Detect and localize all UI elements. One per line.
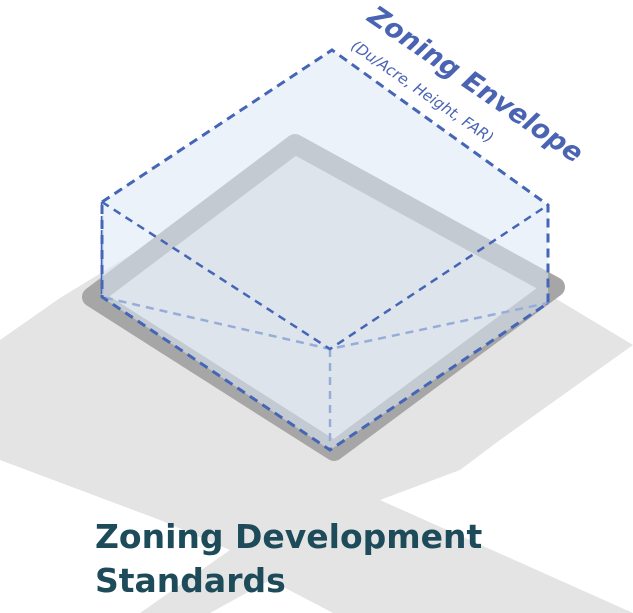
envelope-top-face [102, 50, 548, 349]
envelope-right-face [330, 205, 548, 450]
envelope-outline [100, 48, 550, 452]
envelope-left-face [102, 202, 330, 450]
caption-line-1: Zoning Development [95, 517, 483, 556]
envelope-front-edges [101, 200, 549, 351]
caption-line-2: Standards [95, 561, 286, 600]
diagram-caption: Zoning Development Standards [95, 515, 615, 603]
